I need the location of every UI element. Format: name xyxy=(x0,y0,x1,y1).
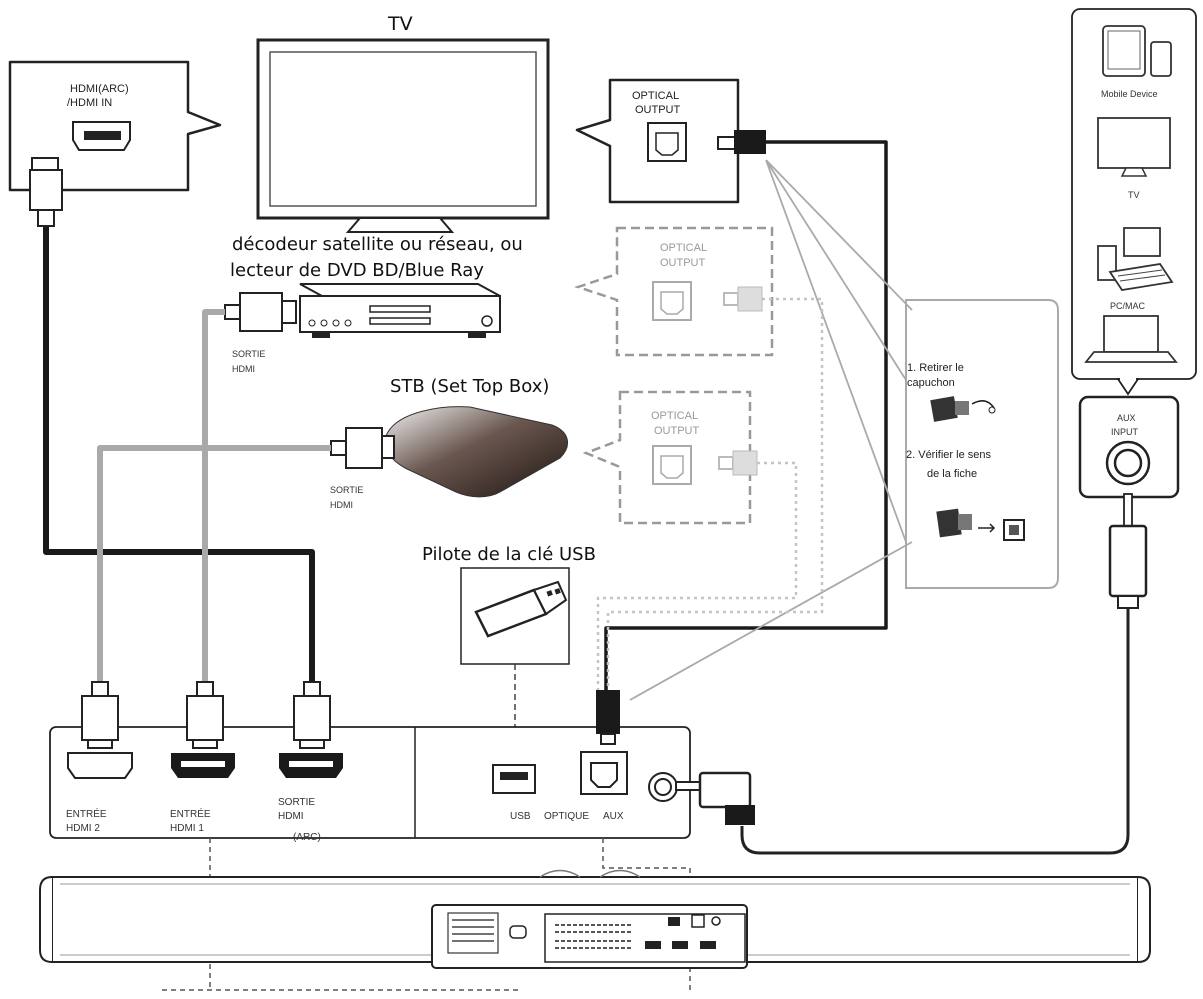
stb-optical-label-2: OUTPUT xyxy=(654,425,700,437)
aux-port-label: AUX xyxy=(603,811,624,822)
stb-sortie-label-2: HDMI xyxy=(330,500,353,510)
stb-illustration xyxy=(384,406,568,498)
optical-hint-box xyxy=(905,299,1059,589)
tv-device-icon xyxy=(1097,117,1171,177)
devices-tv-label: TV xyxy=(1128,190,1140,200)
hdmi-arc-label-1: HDMI(ARC) xyxy=(70,83,129,95)
stb-optical-callout xyxy=(582,390,758,525)
dvd-player-illustration xyxy=(299,283,501,338)
hdmi-arc-cable xyxy=(43,224,315,688)
decoder-optical-callout xyxy=(574,226,774,357)
stb-optical-label-1: OPTICAL xyxy=(651,410,698,422)
tv-optical-label-2: OUTPUT xyxy=(635,104,681,116)
optique-port-label: OPTIQUE xyxy=(544,811,589,822)
sortie-arc-label-2: HDMI xyxy=(278,811,304,822)
hdmi2-cable xyxy=(97,445,331,686)
sortie-arc-label-3: (ARC) xyxy=(293,832,321,843)
dvd-sortie-label-2: HDMI xyxy=(232,364,255,374)
usb-title-label: Pilote de la clé USB xyxy=(422,544,596,565)
mobile-device-icon xyxy=(1102,25,1172,77)
remove-cap-illustration xyxy=(930,396,996,422)
decoder-optical-label-1: OPTICAL xyxy=(660,242,707,254)
aux-input-label-2: INPUT xyxy=(1111,427,1139,437)
soundbar-illustration xyxy=(39,869,1151,969)
source-devices-panel xyxy=(1071,8,1197,396)
usb-port-label: USB xyxy=(510,811,531,822)
aux-input-label-1: AUX xyxy=(1117,413,1136,423)
aux-cable xyxy=(740,608,1130,855)
optical-plug-bottom xyxy=(596,690,620,745)
entree-hdmi2-label-2: HDMI 2 xyxy=(66,823,100,834)
hdmi1-plug xyxy=(186,681,224,749)
hdmi-arc-plug xyxy=(293,681,331,749)
decoder-optical-dotted-line xyxy=(606,297,824,690)
dvd-hdmi-plug xyxy=(224,292,297,332)
stb-sortie-label-1: SORTIE xyxy=(330,485,363,495)
decoder-optical-label-2: OUTPUT xyxy=(660,257,706,269)
hdmi-arc-label-2: /HDMI IN xyxy=(67,97,112,109)
tv-optical-label-1: OPTICAL xyxy=(632,90,679,102)
step2-label-1: 2. Vérifier le sens xyxy=(906,449,991,461)
hdmi-arc-callout xyxy=(8,60,222,192)
sortie-arc-label-1: SORTIE xyxy=(278,797,315,808)
stb-label: STB (Set Top Box) xyxy=(390,376,549,397)
aux-port xyxy=(648,772,678,802)
decoder-label-2: lecteur de DVD BD/Blue Ray xyxy=(230,260,484,281)
optical-port xyxy=(580,751,628,795)
aux-jack-plug xyxy=(1108,493,1148,609)
tv-optical-callout xyxy=(575,78,740,204)
hdmi1-port xyxy=(171,753,235,778)
entree-hdmi1-label-1: ENTRÉE xyxy=(170,807,211,820)
pc-device-icon xyxy=(1097,227,1174,291)
usb-port xyxy=(492,764,536,794)
check-plug-illustration xyxy=(936,508,1025,541)
panel-right-leader xyxy=(602,838,691,990)
pc-mac-label: PC/MAC xyxy=(1110,301,1146,311)
hdmi2-port xyxy=(67,752,133,779)
step2-label-2: de la fiche xyxy=(927,468,977,480)
tv-optical-plug xyxy=(717,130,766,154)
mobile-device-label: Mobile Device xyxy=(1101,89,1158,99)
hint-pointer-lines xyxy=(629,159,913,701)
decoder-label-1: décodeur satellite ou réseau, ou xyxy=(232,234,523,255)
laptop-device-icon xyxy=(1084,315,1178,363)
entree-hdmi2-label-1: ENTRÉE xyxy=(66,807,107,820)
hdmi2-plug xyxy=(81,681,119,749)
step1-label-2: capuchon xyxy=(907,377,955,389)
hdmi-arc-port xyxy=(279,753,343,778)
tv-label: TV xyxy=(387,13,413,35)
usb-drive-callout xyxy=(460,567,570,665)
optical-cable xyxy=(604,140,888,694)
dvd-sortie-label-1: SORTIE xyxy=(232,349,265,359)
hdmi-arc-top-plug xyxy=(29,157,63,227)
tv-illustration xyxy=(256,38,550,233)
aux-input-callout xyxy=(1078,395,1180,499)
step1-label-1: 1. Retirer le xyxy=(907,362,964,374)
aux-plug-bottom xyxy=(675,771,755,825)
hdmi1-cable xyxy=(202,309,225,686)
entree-hdmi1-label-2: HDMI 1 xyxy=(170,823,204,834)
stb-hdmi-plug xyxy=(330,427,395,469)
